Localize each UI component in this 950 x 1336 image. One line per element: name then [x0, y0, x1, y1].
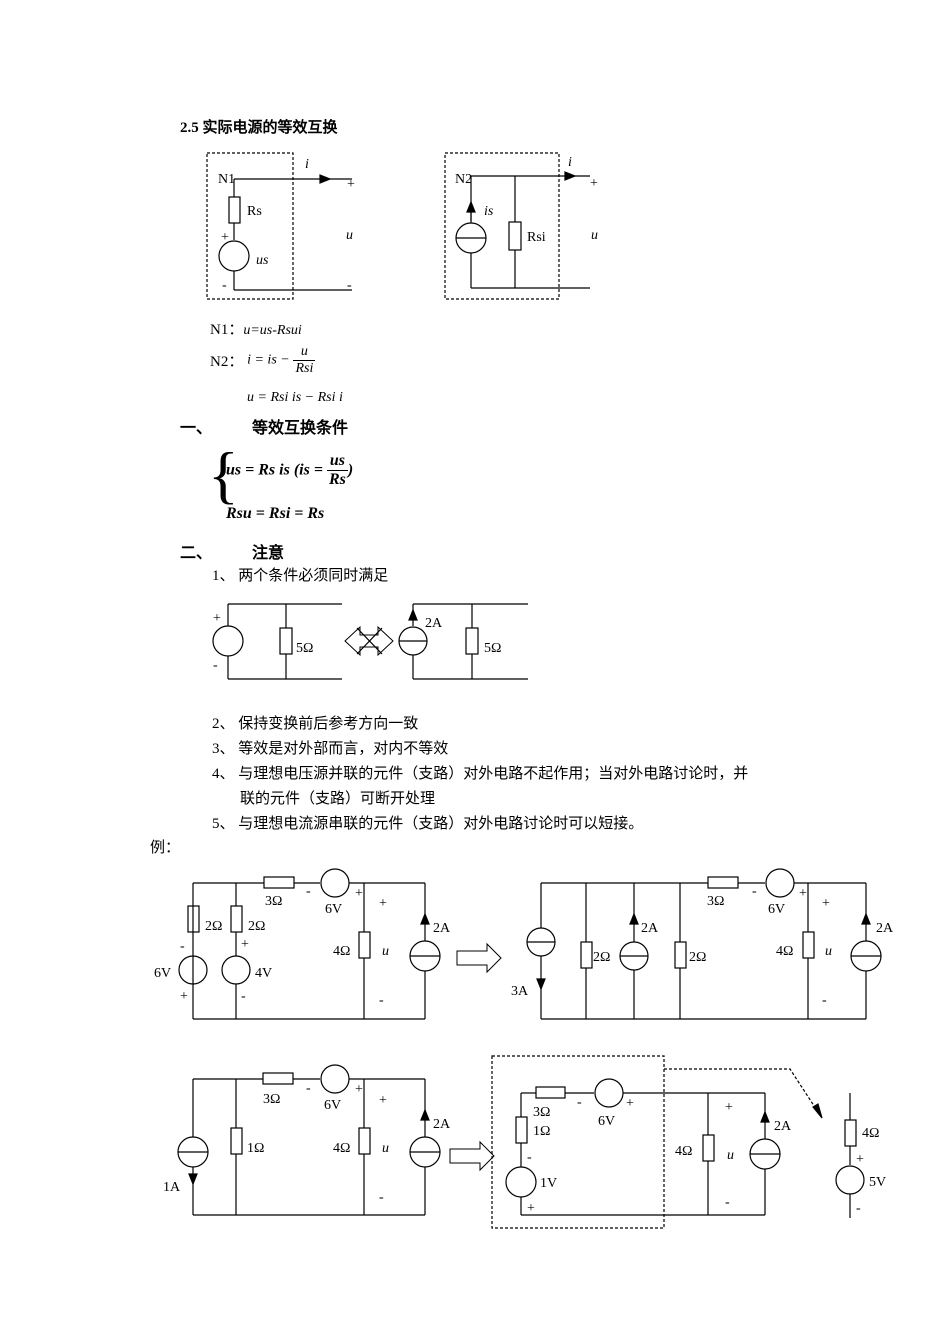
- svg-text:-: -: [725, 1195, 730, 1210]
- svg-text:u: u: [727, 1148, 734, 1163]
- svg-text:5Ω: 5Ω: [484, 641, 501, 656]
- svg-text:3Ω: 3Ω: [265, 894, 282, 909]
- svg-text:2Ω: 2Ω: [593, 950, 610, 965]
- svg-text:2Ω: 2Ω: [689, 950, 706, 965]
- svg-text:-: -: [306, 1081, 311, 1096]
- svg-text:3A: 3A: [511, 984, 529, 999]
- svg-text:1Ω: 1Ω: [247, 1141, 264, 1156]
- svg-text:+: +: [379, 896, 387, 911]
- svg-text:-: -: [577, 1095, 582, 1110]
- svg-text:-: -: [752, 884, 757, 899]
- svg-text:+: +: [626, 1096, 634, 1111]
- svg-text:-: -: [856, 1201, 861, 1216]
- svg-text:+: +: [856, 1152, 864, 1167]
- svg-text:4Ω: 4Ω: [776, 944, 793, 959]
- brace: {: [208, 439, 239, 510]
- svg-text:u: u: [825, 944, 832, 959]
- note-5: 5、 与理想电流源串联的元件（支路）对外电路讨论时可以短接。: [212, 816, 644, 832]
- svg-text:5Ω: 5Ω: [296, 641, 313, 656]
- note-1: 1、 两个条件必须同时满足: [212, 568, 389, 584]
- svg-text:Rs: Rs: [247, 204, 262, 219]
- svg-text:us: us: [256, 253, 269, 268]
- svg-text:2A: 2A: [433, 1117, 451, 1132]
- example-diagram-2: 1A 1Ω 3Ω - 6V + + 4Ω u - 2A 3Ω 1Ω - 6V +…: [163, 1055, 886, 1229]
- svg-text:u: u: [591, 228, 598, 243]
- svg-text:-: -: [180, 939, 185, 954]
- svg-text:2A: 2A: [641, 921, 659, 936]
- formula-n2-line2: u = Rsi is − Rsi i: [247, 390, 343, 405]
- svg-text:+: +: [799, 886, 807, 901]
- svg-text:-: -: [527, 1150, 532, 1165]
- svg-text:6V: 6V: [154, 966, 171, 981]
- svg-text:-: -: [822, 993, 827, 1008]
- note-2: 2、 保持变换前后参考方向一致: [212, 716, 419, 732]
- svg-text:+: +: [379, 1093, 387, 1108]
- svg-text:6V: 6V: [324, 1098, 341, 1113]
- svg-text:4Ω: 4Ω: [862, 1126, 879, 1141]
- svg-text:6V: 6V: [598, 1114, 615, 1129]
- svg-text:u: u: [346, 228, 353, 243]
- svg-text:2A: 2A: [425, 616, 443, 631]
- svg-text:2Ω: 2Ω: [205, 919, 222, 934]
- svg-text:-: -: [213, 658, 218, 673]
- svg-text:Rsi: Rsi: [527, 230, 546, 245]
- two-conditions-diagram: + - 5Ω 2A 5Ω: [212, 603, 528, 680]
- svg-text:N2: N2: [455, 172, 472, 187]
- svg-text:4V: 4V: [255, 966, 272, 981]
- heading-notes: 二、注意: [180, 545, 285, 562]
- svg-text:is: is: [484, 204, 494, 219]
- svg-text:N1: N1: [218, 172, 235, 187]
- svg-text:-: -: [379, 993, 384, 1008]
- note-4-cont: 联的元件（支路）可断开处理: [240, 791, 436, 807]
- svg-text:-: -: [379, 1190, 384, 1205]
- example-diagram-1: 3Ω - 6V + 2Ω 2Ω - + 6V 4V + - + 4Ω u - 2…: [154, 868, 894, 1020]
- svg-text:4Ω: 4Ω: [333, 1141, 350, 1156]
- svg-text:u: u: [382, 1141, 389, 1156]
- svg-text:i: i: [305, 157, 309, 172]
- svg-text:+: +: [180, 989, 188, 1004]
- formula-n1: N1：u=us-Rsui: [210, 322, 302, 338]
- svg-text:+: +: [241, 937, 249, 952]
- svg-text:1A: 1A: [163, 1180, 181, 1195]
- svg-text:+: +: [213, 611, 221, 626]
- condition-line2: Rsu = Rsi = Rs: [226, 505, 325, 522]
- svg-text:-: -: [222, 278, 227, 293]
- svg-text:2A: 2A: [876, 921, 894, 936]
- example-label: 例：: [150, 840, 181, 856]
- svg-text:6V: 6V: [768, 902, 785, 917]
- svg-text:5V: 5V: [869, 1175, 886, 1190]
- svg-text:+: +: [725, 1100, 733, 1115]
- svg-text:-: -: [241, 989, 246, 1004]
- svg-text:1V: 1V: [540, 1176, 557, 1191]
- note-4: 4、 与理想电压源并联的元件（支路）对外电路不起作用；当对外电路讨论时，并: [212, 766, 749, 782]
- svg-text:-: -: [306, 884, 311, 899]
- svg-text:-: -: [347, 278, 352, 293]
- note-3: 3、 等效是对外部而言，对内不等效: [212, 741, 449, 757]
- svg-text:3Ω: 3Ω: [707, 894, 724, 909]
- svg-text:+: +: [822, 896, 830, 911]
- svg-text:2Ω: 2Ω: [248, 919, 265, 934]
- svg-text:+: +: [527, 1201, 535, 1216]
- svg-text:6V: 6V: [325, 902, 342, 917]
- svg-text:2A: 2A: [433, 921, 451, 936]
- section-title: 2.5 实际电源的等效互换: [180, 120, 338, 136]
- svg-text:4Ω: 4Ω: [675, 1144, 692, 1159]
- svg-text:i: i: [568, 155, 572, 170]
- svg-text:3Ω: 3Ω: [533, 1105, 550, 1120]
- svg-text:3Ω: 3Ω: [263, 1092, 280, 1107]
- heading-conditions: 一、等效互换条件: [180, 420, 349, 437]
- svg-text:+: +: [221, 230, 229, 245]
- n1-n2-diagram: N1 i + Rs + us u - - N2 i + is Rsi u: [206, 152, 598, 300]
- svg-text:+: +: [347, 177, 355, 192]
- svg-text:+: +: [590, 176, 598, 191]
- svg-text:4Ω: 4Ω: [333, 944, 350, 959]
- svg-text:1Ω: 1Ω: [533, 1124, 550, 1139]
- svg-text:+: +: [355, 886, 363, 901]
- svg-text:+: +: [355, 1082, 363, 1097]
- svg-text:2A: 2A: [774, 1119, 792, 1134]
- svg-text:u: u: [382, 944, 389, 959]
